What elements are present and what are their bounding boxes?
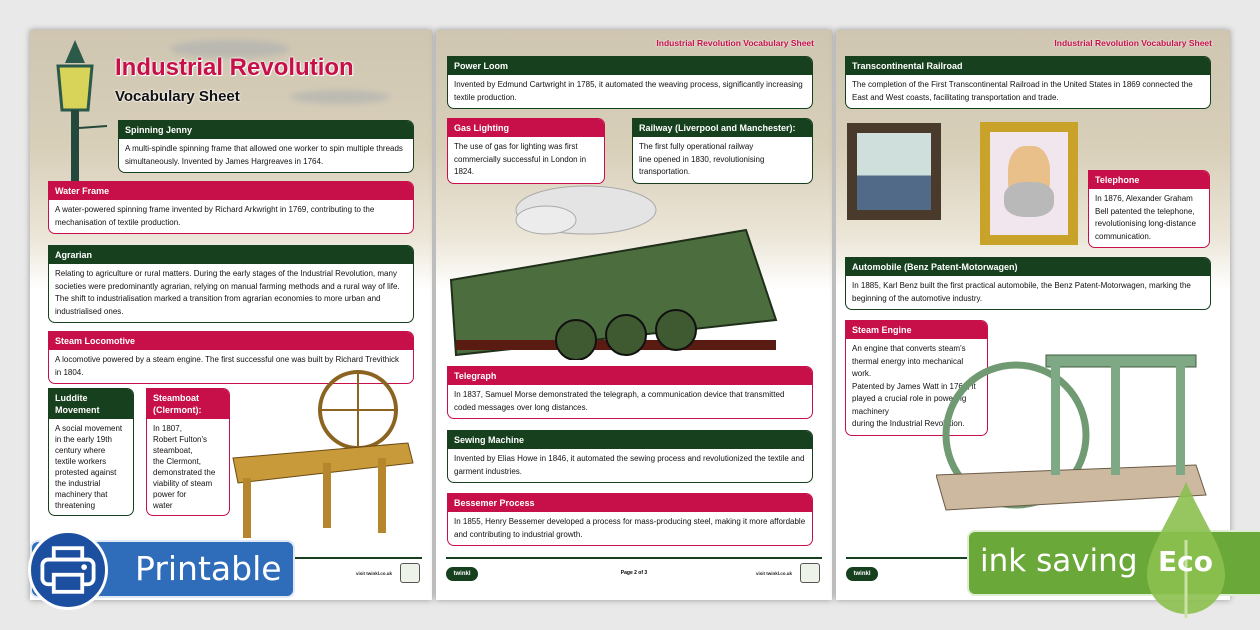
vocab-term: Steam Engine — [846, 321, 987, 339]
vocab-card: Spinning Jenny A multi-spindle spinning f… — [118, 120, 414, 173]
vocab-definition: A multi-spindle spinning frame that allo… — [125, 144, 403, 166]
vocab-definition: An engine that converts steam's thermal … — [852, 344, 976, 428]
vocab-card: Steam Locomotive A locomotive powered by … — [48, 331, 414, 384]
vocab-term: Spinning Jenny — [119, 121, 413, 139]
page-number: Page 2 of 3 — [620, 570, 648, 576]
vocab-card: Telegraph In 1837, Samuel Morse demonstra… — [447, 366, 813, 419]
vocab-definition: In 1876, Alexander Graham Bell patented … — [1095, 194, 1196, 241]
worksheet-page-3: Industrial Revolution Vocabulary Sheet T… — [836, 30, 1230, 600]
vocab-term: Telephone — [1089, 171, 1209, 189]
spinning-jenny-illustration — [232, 370, 414, 538]
vocab-definition: The completion of the First Transcontine… — [852, 80, 1193, 102]
twinkl-logo: twinkl — [446, 567, 478, 581]
printer-icon — [28, 530, 108, 610]
vocab-definition: The first fully operational railway line… — [639, 142, 765, 176]
running-header: Industrial Revolution Vocabulary Sheet — [656, 38, 814, 48]
vocab-term: Agrarian — [49, 246, 413, 264]
vocab-term: Railway (Liverpool and Manchester): — [633, 119, 812, 137]
vocab-definition: A water-powered spinning frame invented … — [55, 205, 375, 227]
vocab-definition: In 1855, Henry Bessemer developed a proc… — [454, 517, 806, 539]
footer-website: visit twinkl.co.uk — [755, 571, 792, 576]
vocab-definition: Invented by Elias Howe in 1846, it autom… — [454, 454, 805, 476]
vocab-term: Steam Locomotive — [49, 332, 413, 350]
vocab-definition: In 1837, Samuel Morse demonstrated the t… — [454, 390, 785, 412]
vocab-term: Gas Lighting — [448, 119, 604, 137]
vocab-definition: In 1885, Karl Benz built the first pract… — [852, 281, 1191, 303]
vocab-term: Power Loom — [448, 57, 812, 75]
vocab-term: Automobile (Benz Patent-Motorwagen) — [846, 258, 1210, 276]
quality-seal-icon — [400, 563, 420, 583]
vocab-term: Telegraph — [448, 367, 812, 385]
footer-divider — [446, 557, 822, 559]
footer-website: visit twinkl.co.uk — [355, 571, 392, 576]
vocab-definition: Relating to agriculture or rural matters… — [55, 269, 400, 316]
vocab-definition: Invented by Edmund Cartwright in 1785, i… — [454, 80, 803, 102]
vocab-card: Telephone In 1876, Alexander Graham Bell … — [1088, 170, 1210, 248]
vocab-term: Sewing Machine — [448, 431, 812, 449]
vocab-card: Steamboat (Clermont): In 1807, Robert Ful… — [146, 388, 230, 516]
cloud — [170, 40, 290, 58]
vocab-card: Water Frame A water-powered spinning fram… — [48, 181, 414, 234]
quality-seal-icon — [800, 563, 820, 583]
cloud — [290, 90, 390, 104]
running-header: Industrial Revolution Vocabulary Sheet — [1054, 38, 1212, 48]
vocab-card: Automobile (Benz Patent-Motorwagen) In 18… — [845, 257, 1211, 310]
twinkl-logo: twinkl — [846, 567, 878, 581]
vocab-card: Steam Engine An engine that converts stea… — [845, 320, 988, 436]
vocab-definition: A locomotive powered by a steam engine. … — [55, 355, 400, 377]
vocab-card: Railway (Liverpool and Manchester): The f… — [632, 118, 813, 184]
street-lamp-illustration — [56, 40, 108, 188]
vocab-definition: In 1807, Robert Fulton's steamboat, the … — [153, 424, 216, 510]
vocab-term: Steamboat (Clermont): — [147, 389, 229, 419]
sheet-subtitle: Vocabulary Sheet — [115, 88, 240, 105]
vocab-definition: A social movement in the early 19th cent… — [55, 424, 123, 510]
steam-engine-illustration — [936, 354, 1207, 511]
vocab-term: Transcontinental Railroad — [846, 57, 1210, 75]
vocab-term: Luddite Movement — [49, 389, 133, 419]
worksheet-page-1: Industrial Revolution Vocabulary Sheet S… — [30, 30, 432, 600]
vocab-definition: The use of gas for lighting was first co… — [454, 142, 587, 176]
vocab-card: Bessemer Process In 1855, Henry Bessemer … — [447, 493, 813, 546]
vocab-term: Bessemer Process — [448, 494, 812, 512]
vocab-card: Luddite Movement A social movement in the… — [48, 388, 134, 516]
ink-saving-label: ink saving — [980, 543, 1138, 579]
leaf-drop-icon — [1147, 482, 1225, 618]
steamboat-picture-frame — [847, 123, 941, 220]
sheet-title: Industrial Revolution — [115, 54, 354, 81]
vocab-term: Water Frame — [49, 182, 413, 200]
printable-label: Printable — [135, 549, 282, 588]
steam-train-illustration — [449, 185, 778, 360]
worksheet-page-2: Industrial Revolution Vocabulary Sheet P… — [436, 30, 832, 600]
bell-portrait-frame — [980, 122, 1078, 245]
eco-label: Eco — [1158, 545, 1213, 578]
